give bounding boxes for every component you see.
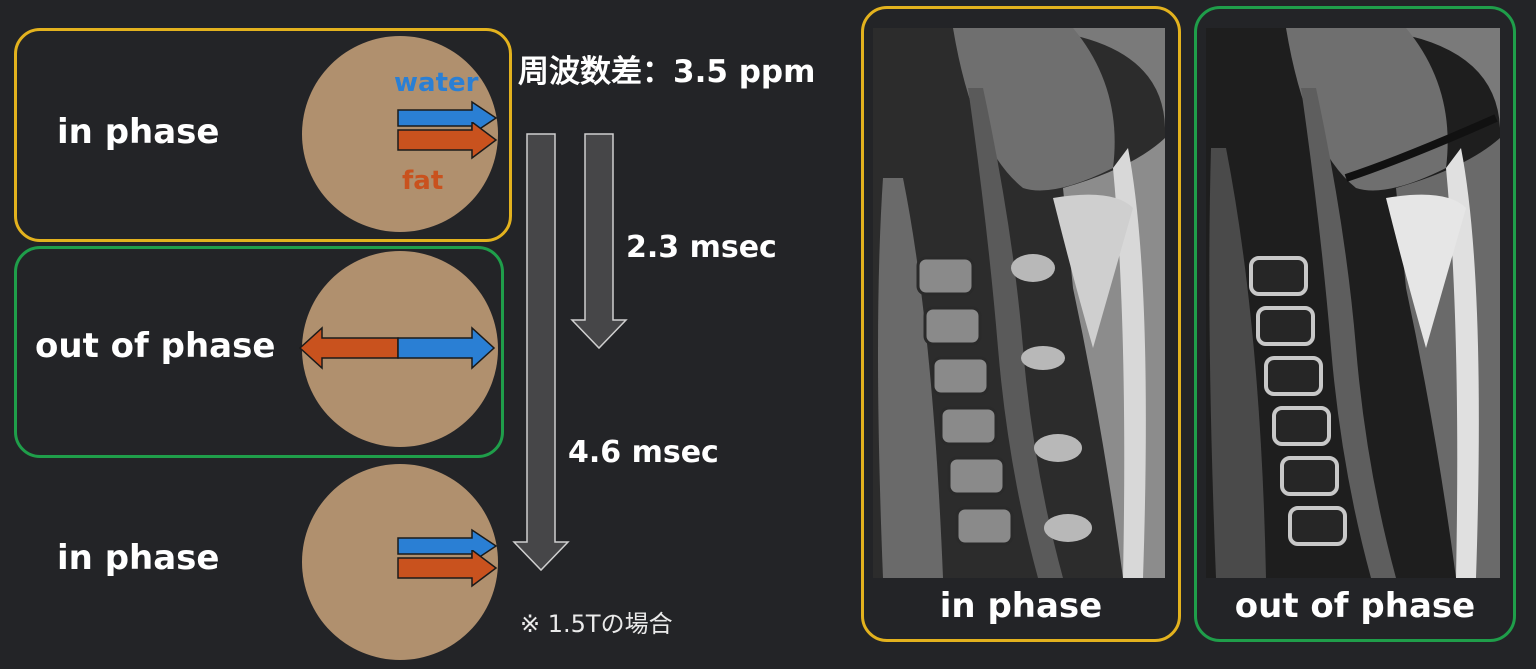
time-label-2-3: 2.3 msec — [626, 230, 777, 265]
short-time-arrow-icon — [570, 133, 628, 350]
fat-label: fat — [402, 166, 444, 196]
in-phase-image-frame — [861, 6, 1181, 642]
fat-arrow-icon-2 — [397, 550, 498, 588]
field-strength-note: ※ 1.5Tの場合 — [520, 610, 673, 638]
out-of-phase-mri-image — [1206, 28, 1500, 578]
out-of-phase-caption: out of phase — [1234, 586, 1476, 626]
out-of-phase-box — [14, 246, 504, 458]
opposed-arrows-icon — [298, 326, 496, 370]
out-of-phase-label: out of phase — [35, 326, 276, 366]
fat-arrow-icon — [397, 122, 498, 160]
in-phase-mri-image — [873, 28, 1165, 578]
out-of-phase-image-frame — [1194, 6, 1516, 642]
long-time-arrow-icon — [512, 133, 570, 572]
water-label: water — [394, 68, 479, 98]
in-phase-caption: in phase — [939, 586, 1103, 626]
in-phase-label-1: in phase — [57, 112, 220, 152]
time-label-4-6: 4.6 msec — [568, 435, 719, 470]
in-phase-label-2: in phase — [57, 538, 220, 578]
frequency-difference-title: 周波数差：3.5 ppm — [518, 54, 816, 90]
in-phase-box — [14, 28, 512, 242]
